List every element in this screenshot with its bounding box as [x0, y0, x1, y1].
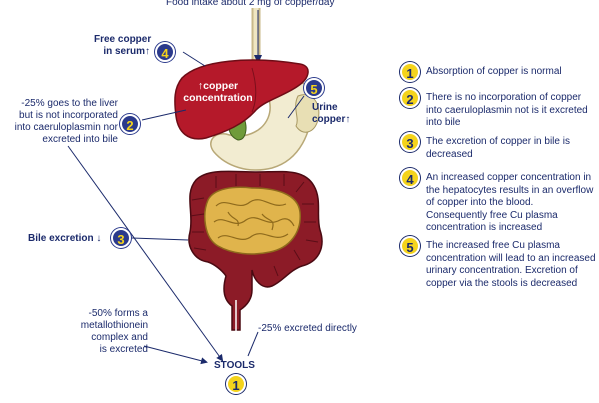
liver	[174, 59, 309, 140]
free-copper-line-1: Free copper	[94, 34, 152, 45]
metallothionein-to-stools-arrow	[143, 345, 208, 365]
urine-connector	[287, 95, 305, 119]
badge-5: 5	[304, 78, 324, 98]
legend-badge-3: 3	[400, 132, 420, 152]
urine-line-1: Urine	[312, 102, 338, 113]
bile-connector	[131, 237, 189, 241]
liver-note-line-4: excreted into bile	[42, 134, 118, 145]
urine-line-2: copper↑	[312, 114, 350, 126]
legend-item-4: 4 An increased copper concentration in t…	[400, 168, 595, 233]
legend-badge-2: 2	[400, 88, 420, 108]
liver-label-line-1: ↑copper	[197, 80, 239, 92]
badge-4: 4	[155, 42, 175, 62]
metallothionein-line-1: -50% forms a	[88, 308, 148, 319]
legend-text-1: Absorption of copper is normal	[426, 66, 562, 77]
bile-text: Bile excretion	[28, 233, 94, 244]
liver-note: -25% goes to the liver but is not incorp…	[4, 98, 118, 146]
metallothionein-line-2: metallothionein	[80, 320, 148, 331]
free-copper-connector	[182, 51, 206, 67]
badge-1: 1	[226, 374, 246, 394]
free-copper-line-2: in serum↑	[94, 46, 150, 58]
legend-badge-4: 4	[400, 168, 420, 188]
down-arrow: ↓	[96, 233, 102, 244]
urine-text: copper	[312, 114, 346, 125]
liver-note-line-2: but is not incorporated	[19, 110, 118, 121]
up-arrow: ↑	[145, 46, 150, 57]
free-copper-label: Free copper in serum↑	[94, 34, 152, 58]
urine-copper-label: Urine copper↑	[312, 102, 350, 126]
liver-note-line-3: into caeruloplasmin nor	[14, 122, 118, 133]
liver-to-stools-arrow	[67, 145, 224, 362]
metallothionein-line-3: complex and	[91, 332, 148, 343]
up-arrow: ↑	[345, 114, 351, 125]
direct-to-stools-line	[247, 331, 259, 357]
metallothionein-note: -50% forms a metallothionein complex and…	[60, 308, 148, 356]
legend-item-2: 2 There is no incorporation of copper in…	[400, 88, 595, 128]
liver-copper-label: ↑copper concentration	[180, 80, 256, 104]
direct-excretion-note: -25% excreted directly	[258, 323, 357, 334]
legend-text-2: There is no incorporation of copper into…	[426, 92, 588, 128]
legend-text-5: The increased free Cu plasma concentrati…	[426, 240, 596, 289]
food-intake-label: Food intake about 2 mg of copper/day	[166, 0, 335, 8]
badge-3: 3	[111, 228, 131, 248]
kidney	[295, 94, 320, 133]
legend-text-4: An increased copper concentration in the…	[426, 172, 594, 233]
stools-label: STOOLS	[214, 360, 255, 371]
metallothionein-line-4: is excreted	[99, 344, 148, 355]
legend-item-3: 3 The excretion of copper in bile is dec…	[400, 132, 595, 162]
liver-note-line-1: -25% goes to the liver	[21, 98, 118, 109]
legend-item-1: 1 Absorption of copper is normal	[400, 62, 595, 84]
small-intestine	[204, 186, 301, 255]
free-copper-text: in serum	[103, 46, 145, 57]
bile-excretion-label: Bile excretion ↓	[28, 233, 101, 245]
legend-badge-1: 1	[400, 62, 420, 82]
badge-2: 2	[120, 114, 140, 134]
liver-note-connector	[141, 109, 187, 121]
liver-label-line-2: concentration	[183, 92, 253, 104]
legend-badge-5: 5	[400, 236, 420, 256]
legend-text-3: The excretion of copper in bile is decre…	[426, 136, 570, 160]
legend-item-5: 5 The increased free Cu plasma concentra…	[400, 236, 596, 302]
